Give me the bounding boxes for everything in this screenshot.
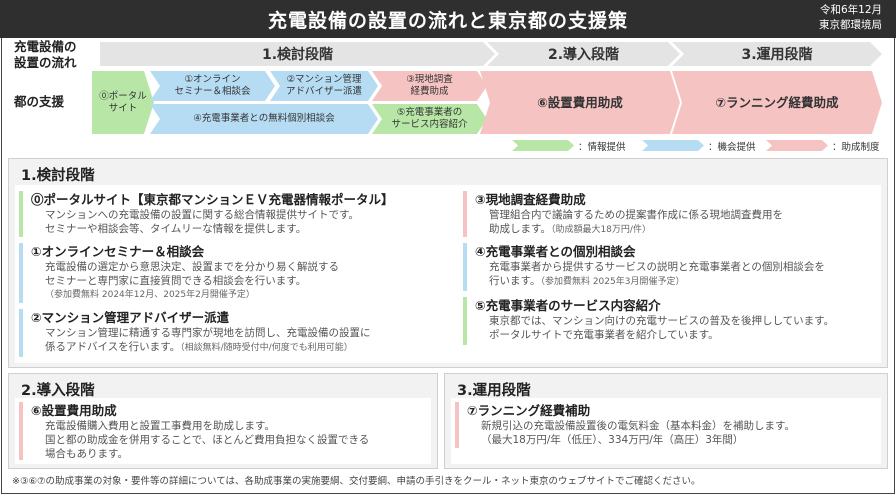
item-portal-title: ⓪ポータルサイト【東京都マンションＥＶ充電器情報ポータル】 [31, 192, 394, 207]
item-running-bar [455, 402, 459, 448]
item-service-line1: 東京都では、マンション向けの充電サービスの普及を後押ししています。 [489, 315, 835, 327]
item-portal: ⓪ポータルサイト【東京都マンションＥＶ充電器情報ポータル】 マンションへの充電設… [19, 191, 459, 237]
item-advisor-note: （相談無料/随時受付中/何度でも利用可能） [180, 343, 353, 353]
item-running-title: ⑦ランニング経費補助 [467, 403, 591, 418]
item-running: ⑦ランニング経費補助 新規引込の充電設備設置後の電気料金（基本料金）を補助します… [455, 402, 877, 448]
item-survey-line2-text: 助成します。 [489, 223, 551, 235]
item-seminar-line2: セミナーと専門家に直接質問できる相談会を行います。 [45, 275, 307, 287]
item-advisor-line2-text: 係るアドバイスを行います。 [45, 341, 181, 353]
legend-label-opportunity: ：機会提供 [708, 142, 756, 153]
chevron-seminar-line2: セミナー＆相談会 [174, 86, 251, 97]
item-survey-line1: 管理組合内で議論するための提案書作成に係る現地調査費用を [489, 209, 783, 221]
section-operation: 3.運用段階 ⑦ランニング経費補助 新規引込の充電設備設置後の電気料金（基本料金… [444, 373, 888, 469]
support-row-label: 都の支援 [14, 94, 65, 109]
item-seminar-title: ①オンラインセミナー＆相談会 [31, 244, 205, 259]
date-text: 令和6年12月 [819, 4, 882, 16]
page-title: 充電設備の設置の流れと東京都の支援策 [267, 10, 628, 32]
legend-label-subsidy: ：助成制度 [832, 142, 880, 153]
item-seminar-bar [19, 243, 23, 303]
item-consult-line2: 行います。（参加費無料 2025年3月開催予定） [475, 274, 877, 289]
item-consult-line2-text: 行います。 [489, 275, 541, 287]
item-consult-note: （参加費無料 2025年3月開催予定） [540, 277, 685, 287]
item-install-bar [19, 402, 23, 460]
chevron-seminar-line1: ①オンライン [184, 74, 241, 85]
item-install-title: ⑥設置費用助成 [31, 403, 117, 418]
item-install-line2: 国と都の助成金を併用することで、ほとんど費用負担なく設置できる [45, 434, 370, 446]
chevron-install: ⑥設置費用助成 [480, 71, 680, 134]
item-advisor-bar [19, 309, 23, 357]
section-introduction-heading: 2.導入段階 [21, 383, 95, 399]
date-block: 令和6年12月 東京都環境局 [819, 3, 882, 33]
item-consult-line1: 充電事業者から提供するサービスの説明と充電事業者との個別相談会を [489, 261, 825, 273]
item-running-line1: 新規引込の充電設備設置後の電気料金（基本料金）を補助します。 [481, 420, 795, 432]
item-service-title: ⑤充電事業者のサービス内容紹介 [475, 298, 661, 313]
item-install-line3: 場合もあります。 [45, 448, 128, 460]
phase-arrow-1: 1.検討段階 [100, 42, 495, 66]
item-survey-note: （助成額最大18万円/件） [550, 225, 651, 235]
issuer-text: 東京都環境局 [819, 19, 882, 31]
item-portal-line1: マンションへの充電設備の設置に関する総合情報提供サイトです。 [45, 209, 359, 221]
title-bar: 充電設備の設置の流れと東京都の支援策 令和6年12月 東京都環境局 [0, 0, 896, 38]
item-survey: ③現地調査経費助成 管理組合内で議論するための提案書作成に係る現地調査費用を 助… [463, 191, 877, 237]
item-survey-line2: 助成します。（助成額最大18万円/件） [475, 222, 877, 237]
item-running-line2: （最大18万円/年（低圧）、334万円/年（高圧）3年間） [481, 434, 744, 446]
chevron-advisor: ②マンション管理アドバイザー派遣 [270, 71, 378, 101]
chevron-consult: ④充電事業者との無料個別相談会 [150, 104, 378, 134]
section-operation-heading: 3.運用段階 [457, 383, 531, 399]
item-service: ⑤充電事業者のサービス内容紹介 東京都では、マンション向けの充電サービスの普及を… [463, 297, 877, 345]
chevron-running: ⑦ランニング経費助成 [672, 71, 882, 134]
legend-swatch-subsidy [766, 140, 828, 151]
item-seminar-line1: 充電設備の選定から意思決定、設置までを分かり易く解説する [45, 261, 339, 273]
chevron-advisor-line1: ②マンション管理 [286, 74, 362, 85]
chevron-service-line1: ⑤充電事業者の [396, 107, 463, 118]
item-service-line2: ポータルサイトで充電事業者を紹介しています。 [489, 329, 719, 341]
item-portal-line2: セミナーや相談会等、タイムリーな情報を提供します。 [45, 223, 307, 235]
item-portal-bar [19, 191, 23, 237]
chevron-survey: ③現地調査経費助成 [372, 71, 487, 101]
section-consideration: 1.検討段階 ⓪ポータルサイト【東京都マンションＥＶ充電器情報ポータル】 マンシ… [8, 158, 888, 368]
item-advisor-title: ②マンション管理アドバイザー派遣 [31, 310, 230, 325]
section-introduction: 2.導入段階 ⑥設置費用助成 充電設備購入費用と設置工事費用を助成します。 国と… [8, 373, 438, 469]
phase-arrow-3: 3.運用段階 [672, 42, 882, 66]
item-consult: ④充電事業者との個別相談会 充電事業者から提供するサービスの説明と充電事業者との… [463, 243, 877, 291]
chevron-advisor-line2: アドバイザー派遣 [285, 86, 362, 97]
chevron-survey-line1: ③現地調査 [406, 74, 453, 85]
item-advisor-line2: 係るアドバイスを行います。（相談無料/随時受付中/何度でも利用可能） [31, 340, 459, 355]
item-seminar: ①オンラインセミナー＆相談会 充電設備の選定から意思決定、設置までを分かり易く解… [19, 243, 459, 303]
phase-arrow-2: 2.導入段階 [487, 42, 680, 66]
item-service-bar [463, 297, 467, 345]
item-consult-bar [463, 243, 467, 291]
section-operation-body: ⑦ランニング経費補助 新規引込の充電設備設置後の電気料金（基本料金）を補助します… [451, 398, 881, 464]
legend-label-info: ：情報提供 [578, 142, 626, 153]
item-consult-title: ④充電事業者との個別相談会 [475, 244, 636, 259]
footnote: ※③⑥⑦の助成事業の対象・要件等の詳細については、各助成事業の実施要綱、交付要綱… [12, 476, 701, 487]
section-consideration-heading: 1.検討段階 [21, 168, 95, 184]
section-consideration-body: ⓪ポータルサイト【東京都マンションＥＶ充電器情報ポータル】 マンションへの充電設… [15, 185, 881, 363]
chevron-service: ⑤充電事業者のサービス内容紹介 [372, 104, 487, 134]
legend-swatch-opportunity [642, 140, 704, 151]
chevron-portal: ⓪ポータルサイト [92, 71, 154, 134]
legend-swatch-info [512, 140, 574, 151]
flow-row-label-line1: 充電設備の [14, 39, 77, 54]
item-install-line1: 充電設備購入費用と設置工事費用を助成します。 [45, 420, 275, 432]
chevron-survey-line2: 経費助成 [410, 86, 449, 97]
section-introduction-body: ⑥設置費用助成 充電設備購入費用と設置工事費用を助成します。 国と都の助成金を併… [15, 398, 431, 464]
flow-row-label-line2: 設置の流れ [14, 55, 77, 70]
item-survey-bar [463, 191, 467, 237]
flow-row-label: 充電設備の 設置の流れ [14, 39, 77, 71]
item-install: ⑥設置費用助成 充電設備購入費用と設置工事費用を助成します。 国と都の助成金を併… [19, 402, 427, 460]
chevron-seminar: ①オンラインセミナー＆相談会 [150, 71, 275, 101]
chevron-portal-line2: サイト [108, 102, 138, 114]
item-survey-title: ③現地調査経費助成 [475, 192, 586, 207]
item-advisor-line1: マンション管理に精通する専門家が現地を訪問し、充電設備の設置に [45, 327, 371, 339]
item-advisor: ②マンション管理アドバイザー派遣 マンション管理に精通する専門家が現地を訪問し、… [19, 309, 459, 357]
chevron-portal-line1: ⓪ポータル [99, 90, 147, 102]
chevron-service-line2: サービス内容紹介 [391, 119, 468, 130]
item-seminar-note: （参加費無料 2024年12月、2025年2月開催予定） [45, 290, 255, 300]
